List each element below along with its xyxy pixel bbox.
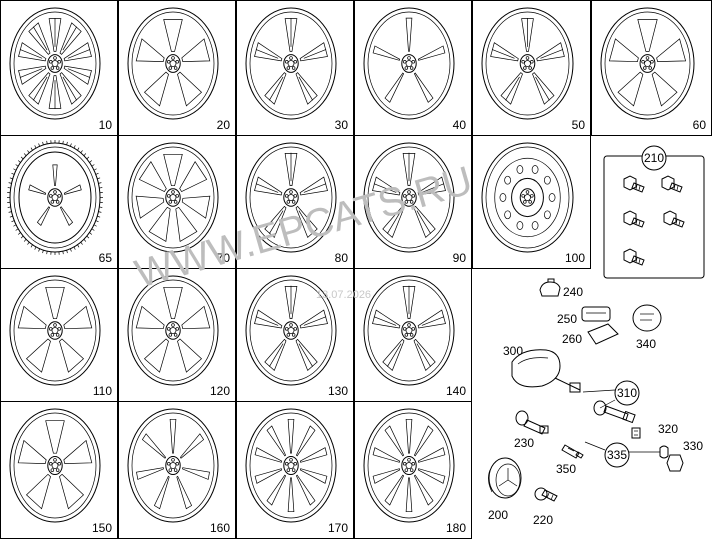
wheel-label: 20 (217, 118, 231, 132)
bolt-icon (623, 175, 645, 193)
part-320-label: 320 (658, 422, 678, 436)
part-250-label: 250 (557, 312, 577, 326)
wheel-label: 60 (693, 118, 707, 132)
part-220-label: 220 (533, 513, 553, 527)
part-350-icon (561, 444, 584, 459)
wheel-icon (245, 275, 337, 386)
part-240-label: 240 (563, 285, 583, 299)
wheel-icon (245, 142, 337, 253)
wheel-icon (481, 142, 574, 253)
part-335-label: 335 (607, 448, 627, 462)
accessory-parts: 240 250 260 340 300 310 (488, 278, 703, 527)
part-335-callout (604, 442, 630, 468)
wheel-label: 170 (328, 521, 348, 535)
valve-stem-icon (593, 400, 636, 424)
wheel-icon (245, 408, 337, 523)
wheel-label: 180 (446, 521, 466, 535)
bolt-box-frame (603, 155, 705, 279)
wheel-label: 160 (210, 521, 230, 535)
wheel-icon (245, 7, 337, 120)
watermark-text: WWW.EPCATS.RU (130, 158, 477, 296)
part-200-label: 200 (488, 508, 508, 522)
wheel-icon (363, 275, 455, 386)
wheel-label: 100 (565, 251, 585, 265)
watermark-date: 13.07.2026 (316, 289, 371, 301)
part-260-label: 260 (562, 332, 582, 346)
part-250-icon (581, 306, 611, 322)
bolt-box: 210 (603, 145, 705, 279)
part-340-icon (632, 304, 662, 332)
wheel-label: 65 (99, 251, 113, 265)
grid-cell (354, 401, 472, 539)
part-240-icon (539, 278, 561, 297)
wheel-icon (127, 408, 219, 523)
wheel-icon (9, 408, 101, 523)
bolt-icon (623, 248, 645, 266)
part-300-label: 300 (503, 344, 523, 358)
wheel-icon (363, 142, 455, 253)
part-260-icon (587, 323, 619, 345)
wheel-icon (481, 7, 574, 120)
wheel-label: 70 (217, 251, 231, 265)
bolt-icon (623, 210, 645, 228)
part-230-icon (515, 410, 549, 435)
bolt-icon (663, 210, 685, 228)
wheel-label: 140 (446, 384, 466, 398)
wheel-icon (363, 408, 455, 523)
wheel-bolts (623, 175, 685, 266)
part-200-icon (488, 457, 522, 499)
grid-cell (472, 135, 591, 269)
wheel-icon (7, 140, 103, 255)
part-230-label: 230 (514, 436, 534, 450)
grid-cell (0, 401, 118, 539)
wheel-icon (127, 7, 219, 120)
part-310-callout (614, 380, 640, 406)
wheel-icon (9, 275, 101, 386)
wheel-label: 110 (93, 384, 112, 398)
wheel-label: 30 (335, 118, 349, 132)
part-340-label: 340 (636, 337, 656, 351)
wheel-label: 130 (328, 384, 348, 398)
wheel-label: 40 (453, 118, 467, 132)
bolt-box-callout (641, 145, 667, 171)
part-310-label: 310 (617, 386, 637, 400)
part-350-label: 350 (556, 462, 576, 476)
wheel-label: 50 (572, 118, 586, 132)
wheel-label: 90 (453, 251, 467, 265)
wheel-label: 10 (99, 118, 113, 132)
bolt-icon (661, 175, 683, 193)
wheel-label: 150 (92, 521, 112, 535)
bolt-box-label: 210 (644, 151, 664, 165)
wheel-label: 120 (210, 384, 230, 398)
wheel-icon (127, 275, 219, 386)
wheel-icon (9, 7, 101, 120)
wheel-label: 80 (335, 251, 349, 265)
wheel-icon (127, 142, 219, 253)
part-300-icon (511, 349, 581, 393)
wheel-icon (600, 7, 695, 120)
part-320-icon (631, 427, 641, 439)
part-330-label: 330 (683, 439, 703, 453)
wheel-drawings: 10 20 30 40 50 60 65 70 80 90 100 110 120 130 140 150 16… (7, 7, 707, 535)
grid-cell (236, 401, 354, 539)
wheel-icon (363, 7, 455, 120)
part-330-icon (659, 445, 684, 472)
grid-cell (118, 401, 236, 539)
part-220-icon (534, 487, 558, 502)
